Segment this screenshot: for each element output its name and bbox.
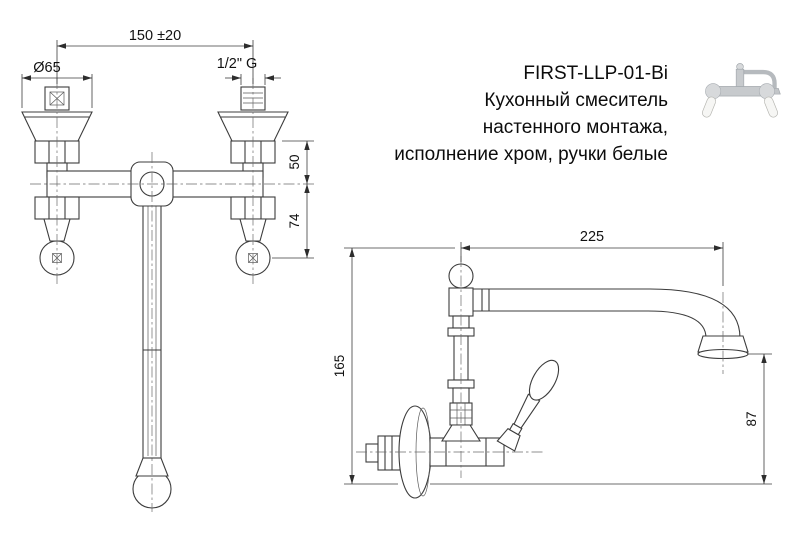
side-view: 225 165 87 [332,229,772,499]
product-description-line-1: Кухонный смеситель [484,90,668,111]
dim-center-distance-label: 150 ±20 [129,28,181,44]
dim-height-label: 165 [332,355,347,378]
product-photo-faucet [702,63,781,118]
photo-left-handle [702,96,717,118]
product-description: FIRST-LLP-01-Bi Кухонный смеситель насте… [394,60,668,168]
dimension-thread: 1/2" G [217,56,281,85]
dim-handle-offset-label: 74 [287,213,302,229]
dimension-center-distance: 150 ±20 [56,28,254,84]
spout-side [469,288,749,360]
dimension-outlet-height: 87 [744,353,772,484]
dimension-flange-diameter: Ø65 [21,60,93,108]
dimension-height: 165 [332,247,772,485]
dim-thread-label: 1/2" G [217,56,258,72]
dimension-vertical-offsets: 50 74 [272,140,314,259]
product-model: FIRST-LLP-01-Bi [523,63,668,84]
dim-flange-diameter-label: Ø65 [33,60,60,76]
product-description-line-2: настенного монтажа, [482,117,668,138]
dim-body-offset-label: 50 [287,154,302,169]
front-view: 150 ±20 Ø65 1/2" G [21,28,316,512]
photo-right-handle [763,96,778,118]
photo-left-escutcheon [705,83,722,100]
handle-side [496,359,560,452]
dim-spout-reach-label: 225 [580,229,604,245]
dimension-spout-reach: 225 [460,229,724,286]
dim-outlet-height-label: 87 [744,411,759,426]
photo-spout [741,69,777,89]
handle-grip [528,359,560,401]
product-photo [702,63,781,118]
spout-outlet-bell [697,335,749,353]
photo-right-escutcheon [758,83,775,100]
product-description-line-3: исполнение хром, ручки белые [394,144,668,165]
